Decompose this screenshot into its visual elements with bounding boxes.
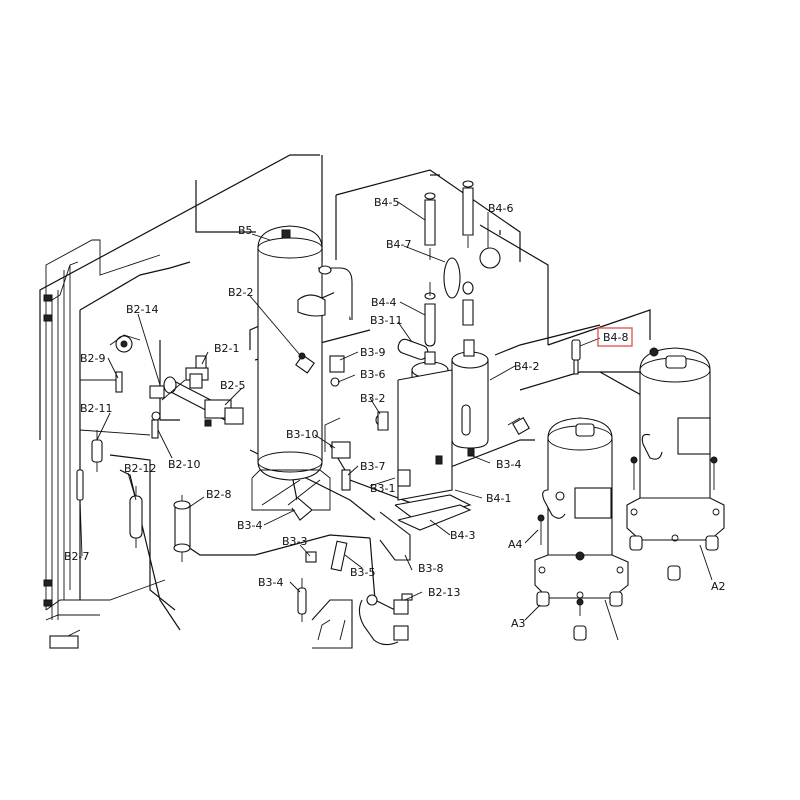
b3-valve-group: [291, 338, 429, 622]
label-b2-10: B2-10: [168, 458, 201, 471]
label-b3-4-lower: B3-4: [258, 576, 284, 589]
highlight-box-b4-8: [597, 327, 633, 347]
label-b4-5: B4-5: [374, 196, 400, 209]
label-b3-9: B3-9: [360, 346, 386, 359]
label-b3-11: B3-11: [370, 314, 403, 327]
label-b5: B5: [238, 224, 253, 237]
label-b2-9: B2-9: [80, 352, 106, 365]
label-b3-4-upper: B3-4: [237, 519, 263, 532]
label-a3: A3: [511, 617, 526, 630]
label-b3-10: B3-10: [286, 428, 319, 441]
label-b3-2: B3-2: [360, 392, 386, 405]
b4-compressor-pair: [394, 180, 581, 531]
b2-filter-group: [76, 430, 191, 562]
label-b4-4: B4-4: [371, 296, 397, 309]
left-frame: [39, 154, 320, 649]
label-b4-7: B4-7: [386, 238, 412, 251]
label-b2-5: B2-5: [220, 379, 246, 392]
label-b2-1: B2-1: [214, 342, 240, 355]
label-b2-12: B2-12: [124, 462, 157, 475]
label-b2-11: B2-11: [80, 402, 113, 415]
label-b4-3: B4-3: [450, 529, 476, 542]
label-b3-3: B3-3: [282, 535, 308, 548]
part-labels: B5 B2-1 B2-2 B2-5 B2-7 B2-8 B2-9 B2-10 B…: [64, 196, 726, 630]
label-b2-7: B2-7: [64, 550, 90, 563]
label-b2-13: B2-13: [428, 586, 461, 599]
b5-receiver-tank: [251, 225, 353, 511]
label-b3-8: B3-8: [418, 562, 444, 575]
label-b2-8: B2-8: [206, 488, 232, 501]
label-b2-2: B2-2: [228, 286, 254, 299]
label-b4-1: B4-1: [486, 492, 512, 505]
a2-compressor: [626, 347, 725, 581]
b2-13-service-valve: [311, 593, 413, 649]
label-b4-6: B4-6: [488, 202, 514, 215]
label-b2-14: B2-14: [126, 303, 159, 316]
label-b4-2: B4-2: [514, 360, 540, 373]
label-b3-4-right: B3-4: [496, 458, 522, 471]
label-b3-6: B3-6: [360, 368, 386, 381]
label-a4: A4: [508, 538, 523, 551]
label-a2: A2: [711, 580, 726, 593]
label-b3-1: B3-1: [370, 482, 396, 495]
label-b3-7: B3-7: [360, 460, 386, 473]
label-b3-5: B3-5: [350, 566, 376, 579]
b2-2-sight-glass: [295, 352, 315, 374]
label-b4-8: B4-8: [603, 331, 629, 344]
b2-valve-group: [109, 334, 244, 439]
a3-compressor: [534, 417, 629, 641]
leader-lines: [79, 201, 713, 641]
